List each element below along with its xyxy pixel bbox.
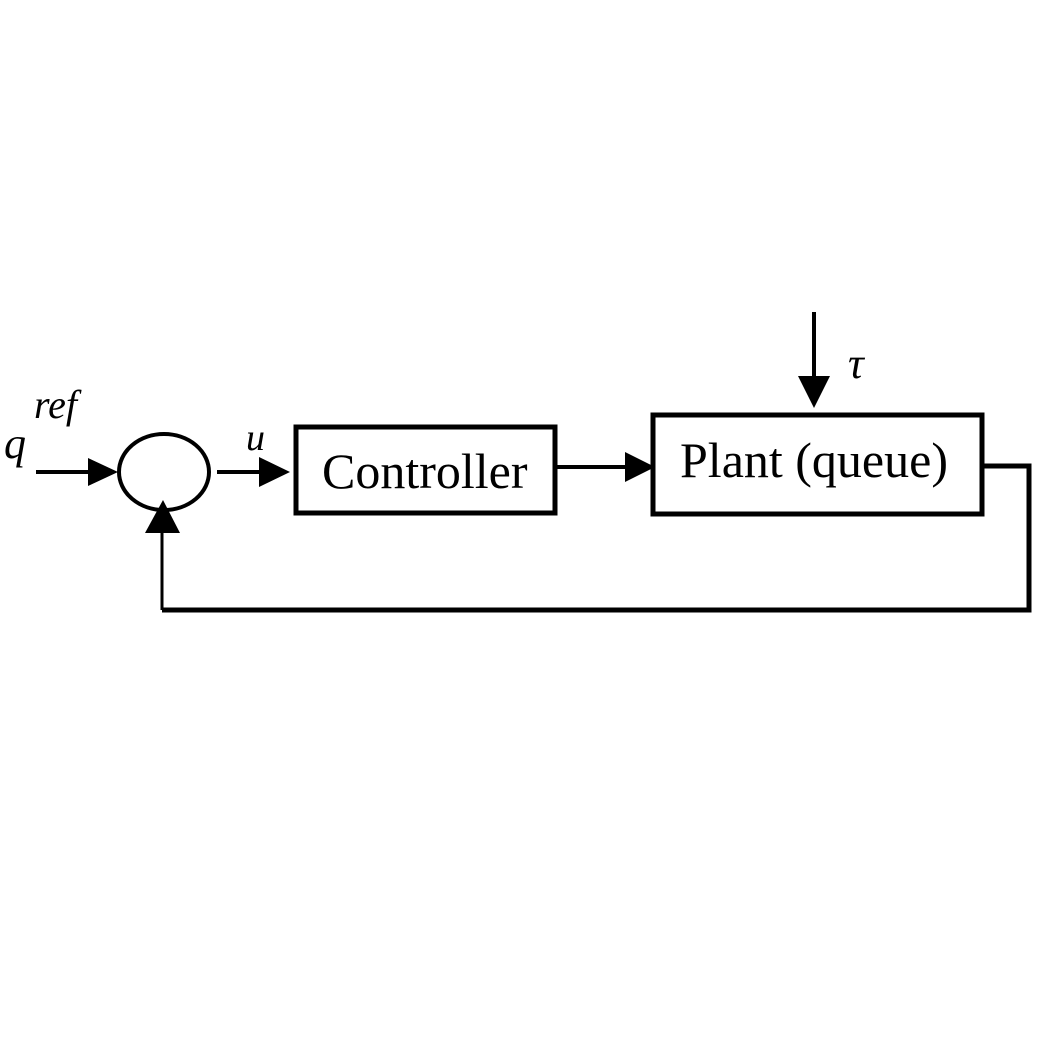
disturbance-arrowhead bbox=[798, 376, 830, 408]
control-signal-arrowhead bbox=[259, 457, 290, 487]
reference-label-base: q bbox=[4, 419, 26, 468]
controller-block bbox=[293, 424, 558, 516]
feedback-path bbox=[162, 463, 1032, 613]
feedback-arrowhead bbox=[145, 500, 180, 533]
plant-block bbox=[650, 412, 985, 517]
controller-output-arrowhead bbox=[625, 452, 655, 482]
summing-junction bbox=[117, 432, 211, 512]
reference-arrowhead bbox=[88, 458, 118, 486]
reference-label-superscript: ref bbox=[34, 382, 82, 427]
disturbance-label: τ bbox=[848, 339, 866, 388]
plant-label: Plant (queue) bbox=[680, 432, 948, 488]
controller-label: Controller bbox=[322, 443, 528, 499]
control-signal-label: u bbox=[246, 417, 265, 459]
